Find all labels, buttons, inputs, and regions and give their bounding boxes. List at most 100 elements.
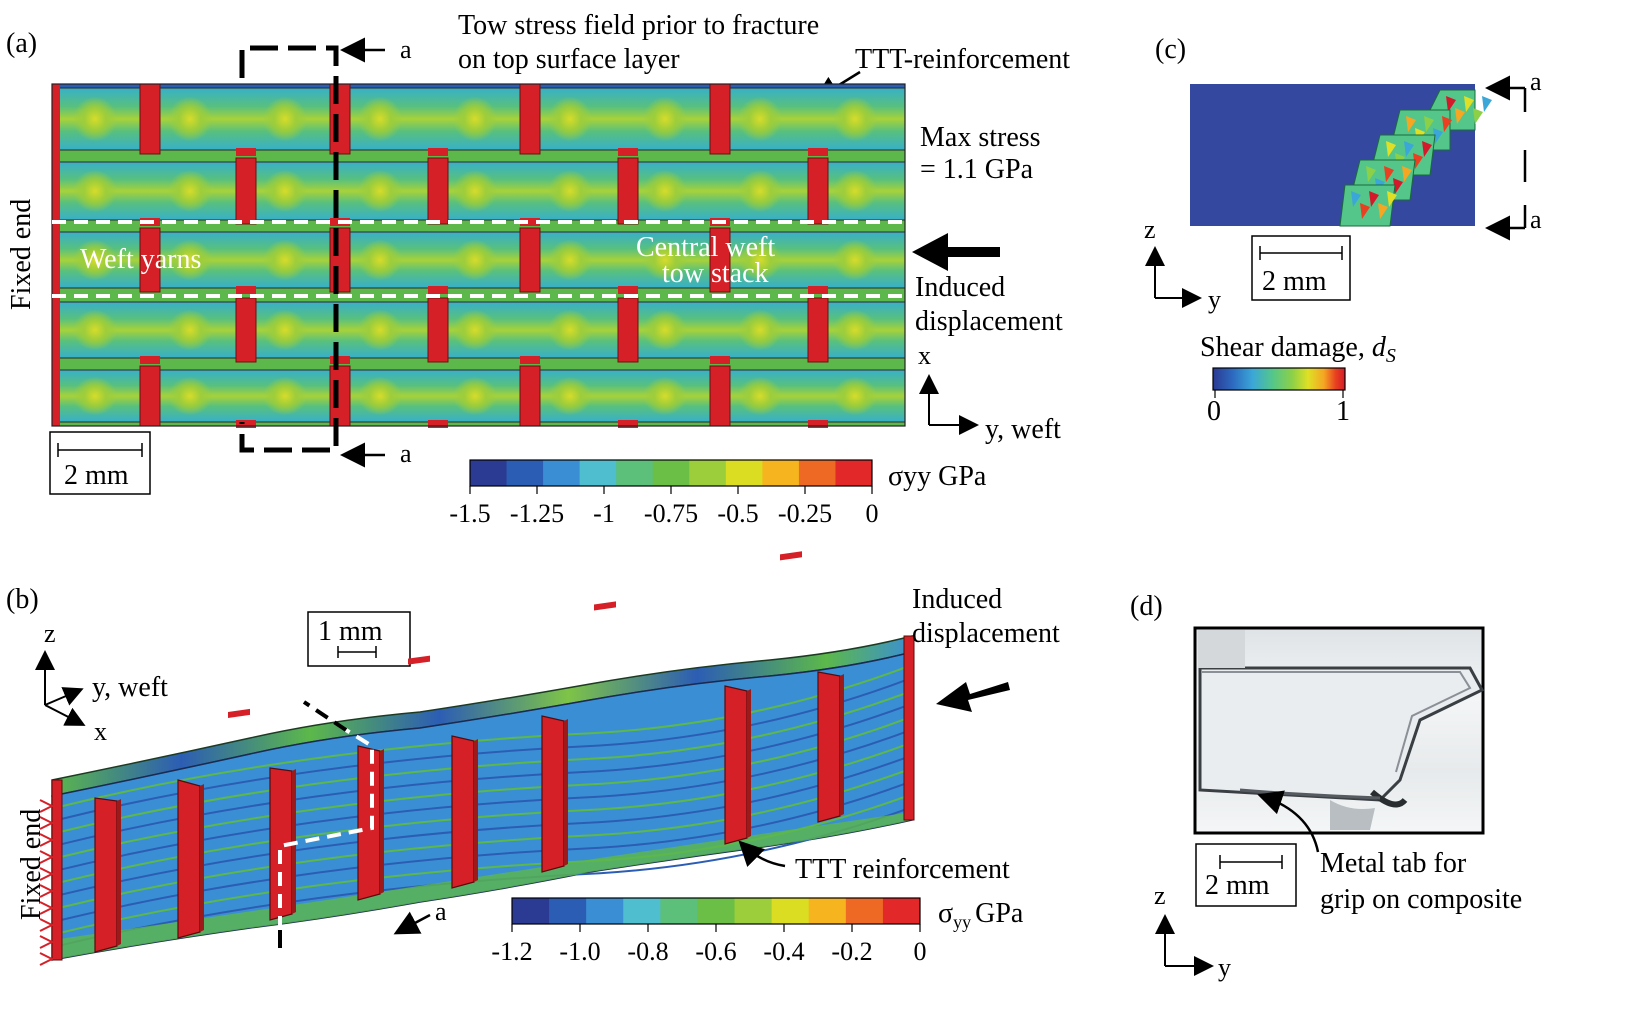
colorbar-a-swatch <box>835 460 873 486</box>
fixed-end-edge <box>52 84 60 426</box>
scale-bar-box-c <box>1251 235 1351 301</box>
stress-hotspot <box>168 376 212 416</box>
stress-hotspot <box>738 169 782 213</box>
panel-a-label: (a) <box>6 28 37 59</box>
crack-damage-shard <box>1424 116 1434 132</box>
stress-hotspot <box>738 96 782 142</box>
panel-d-label: (d) <box>1130 591 1163 622</box>
induced-line1: Induced <box>915 272 1005 303</box>
laminate-3d-block <box>39 551 915 966</box>
induced-b-arrow <box>936 682 1010 712</box>
fixed-end-constraint-mark <box>39 850 55 864</box>
fixed-end-constraint-mark <box>39 935 55 949</box>
colorbar-a-tick-label: -0.5 <box>717 499 758 528</box>
stress-hotspot <box>168 309 212 351</box>
panel-a: (a) Tow stress field prior to fracture o… <box>6 10 1070 528</box>
ttt-pillar-side <box>380 749 384 894</box>
panel-b: (b) 1 mm z y, weft x Fixed end Induced d… <box>6 551 1060 966</box>
induced-b-line1: Induced <box>912 584 1002 615</box>
stress-hotspot <box>548 239 592 281</box>
ttt-reinforcement-stub <box>330 356 350 364</box>
ttt-reinforcement-stub <box>428 286 448 294</box>
colorbar-b-tick-label: -0.8 <box>627 937 668 966</box>
photo-annotation-2: grip on composite <box>1320 884 1522 915</box>
stress-hotspot <box>833 239 877 281</box>
crack-damage-shard <box>1366 166 1376 182</box>
stress-hotspot <box>738 239 782 281</box>
axis-x-label: x <box>918 341 931 370</box>
colorbar-a-swatch <box>543 460 581 486</box>
colorbar-a-swatch <box>762 460 800 486</box>
ttt-reinforcement-strip <box>235 157 257 225</box>
max-stress-line2: = 1.1 GPa <box>920 154 1034 185</box>
crack-damage-shard <box>1433 128 1443 144</box>
stress-hotspot <box>643 309 687 351</box>
laminate-bottom-band <box>52 812 912 960</box>
crack-damage-shard <box>1360 203 1370 219</box>
ttt-reinforcement-stub <box>428 148 448 156</box>
ttt-reinforcement-stub <box>618 148 638 156</box>
stress-hotspot <box>263 376 307 416</box>
crack-damage-shard <box>1413 153 1423 169</box>
ttt-reinforcement-strip <box>427 157 449 225</box>
ttt-reinforcement-strip <box>709 365 731 427</box>
section-a-top: a <box>400 35 412 64</box>
axis-b-x-arrow <box>44 704 86 726</box>
ttt-pillar-side <box>117 799 121 946</box>
colorbar-b-swatch <box>586 898 624 924</box>
ttt-pillar-side <box>747 689 751 838</box>
ttt-reinforcement-strip <box>139 365 161 427</box>
crack-damage-shard <box>1387 191 1397 207</box>
colorbar-b-tick-label: -0.2 <box>831 937 872 966</box>
ttt-reinforcement-pillar <box>724 685 748 845</box>
axis-y-label: y, weft <box>985 414 1061 445</box>
crack-damage-shard <box>1473 108 1483 124</box>
colorbar-a-swatch <box>616 460 654 486</box>
colorbar-a-swatch <box>798 460 836 486</box>
ttt-reinforcement-stub <box>808 420 828 428</box>
ttt-reinforcement-strip <box>235 297 257 363</box>
ttt-reinforcement-strip <box>329 365 351 427</box>
ttt-reinforcement-stub <box>428 420 448 428</box>
stress-hotspot <box>73 96 117 142</box>
ttt-reinforcement-strip <box>617 297 639 363</box>
fixed-end-constraint-mark <box>39 867 55 881</box>
crack-damage-shard <box>1369 191 1379 207</box>
damage-tick-label-1: 1 <box>1336 396 1350 427</box>
colorbar-b-tick-label: -0.6 <box>695 937 736 966</box>
stress-hotspot <box>548 309 592 351</box>
stress-hotspot <box>358 169 402 213</box>
colorbar-a-swatch <box>506 460 544 486</box>
fixed-end-constraint-mark <box>39 816 55 830</box>
colorbar-b-tick-label: 0 <box>914 937 927 966</box>
ttt-reinforcement-stub <box>520 218 540 226</box>
stress-hotspot <box>73 239 117 281</box>
section-c-a-top: a <box>1530 67 1542 96</box>
stress-hotspot <box>738 309 782 351</box>
stress-hotspot <box>168 169 212 213</box>
stress-hotspot <box>358 239 402 281</box>
panel-c: (c) a a z y 2 mm Shear damage, dS 0 1 <box>1144 34 1542 427</box>
colorbar-a-tick-label: -0.75 <box>644 499 698 528</box>
colorbar-b-swatch <box>512 898 550 924</box>
colorbar-a-swatch <box>725 460 763 486</box>
colorbar-b-sub: yy <box>953 912 971 932</box>
section-path-white <box>278 728 374 930</box>
crack-damage-shard <box>1464 96 1474 112</box>
stress-hotspot <box>453 309 497 351</box>
colorbar-a <box>469 459 873 487</box>
colorbar-b-swatch <box>623 898 661 924</box>
colorbar-b-swatch <box>734 898 773 924</box>
colorbar-b-swatch <box>882 898 921 924</box>
stress-hotspot <box>358 309 402 351</box>
crack-damage-shard <box>1422 141 1432 157</box>
ttt-top-stub <box>780 551 802 561</box>
stress-hotspot <box>833 376 877 416</box>
section-path-black-top <box>302 700 348 732</box>
ttt-reinforcement-strip <box>617 157 639 225</box>
crack-damage-shard <box>1455 108 1465 124</box>
scale-bar-text-c: 2 mm <box>1262 266 1327 297</box>
ttt-reinforcement-strip <box>519 365 541 427</box>
stress-hotspot <box>833 96 877 142</box>
axis-b-y-arrow <box>44 687 84 706</box>
